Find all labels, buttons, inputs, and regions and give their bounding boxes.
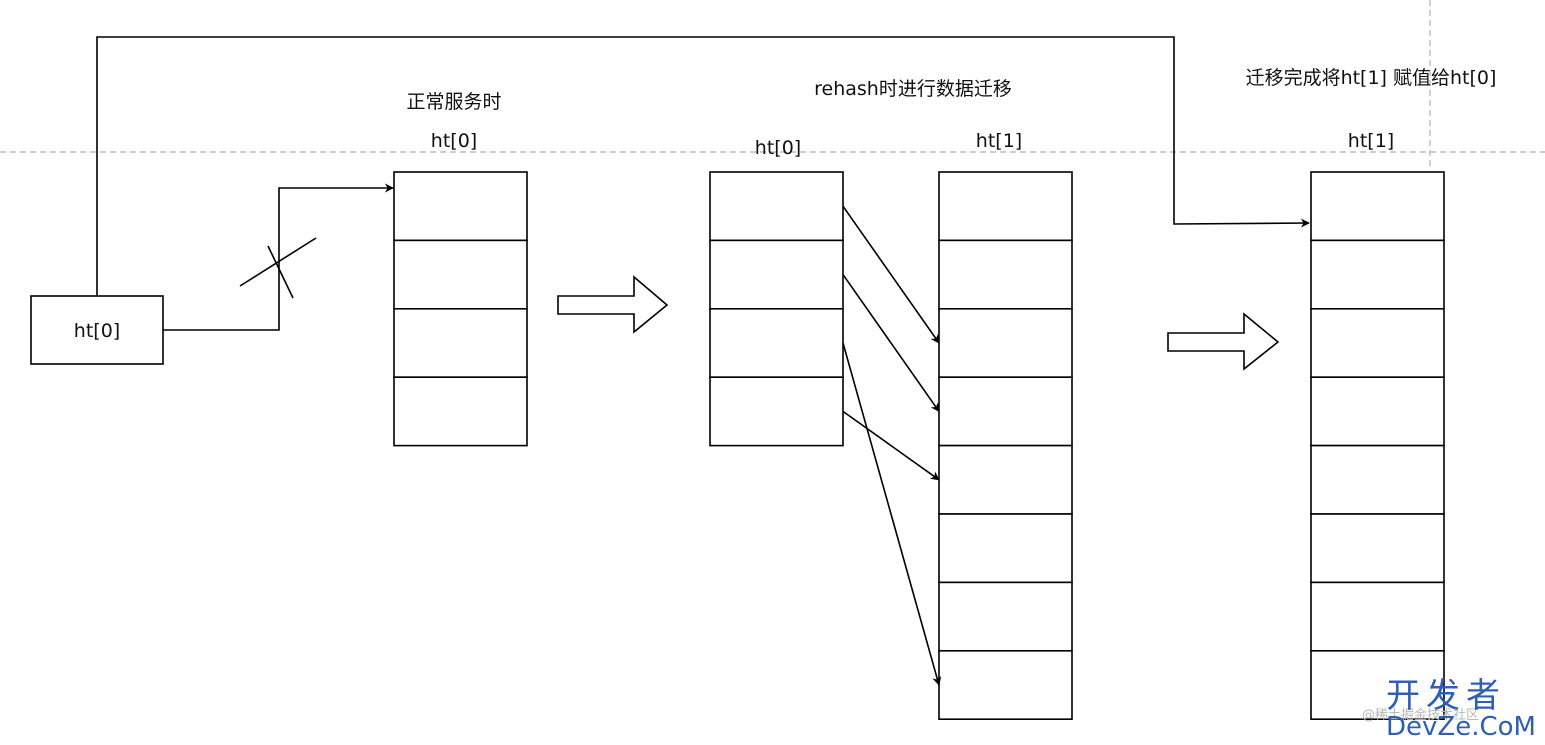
final-ht1-slot-7: [1310, 649, 1445, 720]
migration-arrow-1: [842, 274, 940, 413]
final-ht1-slot-4: [1310, 444, 1445, 515]
rehash-ht1-slot-1: [938, 239, 1073, 310]
reassign-pointer-arrow: [96, 36, 1310, 296]
rehash-new-table-title: ht[1]: [976, 130, 1022, 152]
rehash-ht0-table: [709, 171, 844, 447]
rehash-ht1-slot-5: [938, 513, 1073, 584]
migration-arrow-2: [842, 342, 942, 686]
flow-arrow-1: [557, 275, 669, 334]
flow-arrow-2: [1167, 312, 1280, 371]
rehash-caption: rehash时进行数据迁移: [814, 78, 1012, 100]
rehash-ht1-slot-4: [938, 444, 1073, 515]
normal-ht0-slot-3: [393, 376, 528, 447]
rehash-ht1-table: [938, 171, 1073, 720]
final-ht1-slot-2: [1310, 307, 1445, 378]
final-ht1-slot-6: [1310, 581, 1445, 652]
rehash-old-table-title: ht[0]: [755, 137, 801, 159]
final-ht1-slot-1: [1310, 239, 1445, 310]
normal-pointer-arrow: [163, 183, 394, 331]
ht0-pointer-box: [30, 295, 164, 365]
rehash-ht1-slot-7: [938, 649, 1073, 720]
watermark-cn-text: 开发者: [1386, 676, 1506, 716]
rehash-ht0-slot-3: [709, 376, 844, 447]
rehash-ht1-slot-0: [938, 171, 1073, 242]
migration-arrow-3: [842, 410, 940, 481]
rehash-ht1-slot-2: [938, 307, 1073, 378]
done-caption: 迁移完成将ht[1] 赋值给ht[0]: [1246, 67, 1497, 89]
migration-arrow-0: [842, 205, 940, 344]
normal-caption: 正常服务时: [406, 91, 501, 113]
normal-ht0-slot-0: [393, 171, 528, 242]
normal-table-title: ht[0]: [431, 130, 477, 152]
cut-mark-stroke-b: [267, 245, 294, 299]
normal-ht0-slot-2: [393, 307, 528, 378]
rehash-ht0-slot-1: [709, 239, 844, 310]
normal-ht0-table: [393, 171, 528, 447]
rehash-ht0-slot-2: [709, 307, 844, 378]
final-ht1-slot-0: [1310, 171, 1445, 242]
rehash-ht1-slot-6: [938, 581, 1073, 652]
cut-mark-stroke-a: [239, 237, 317, 287]
rehash-ht1-slot-3: [938, 376, 1073, 447]
normal-ht0-slot-1: [393, 239, 528, 310]
migration-arrows: [842, 205, 942, 686]
watermark-en-text: DevZe.CoM: [1386, 712, 1536, 742]
final-ht1-slot-3: [1310, 376, 1445, 447]
done-table-title: ht[1]: [1348, 130, 1394, 152]
final-ht1-slot-5: [1310, 513, 1445, 584]
watermark-faint-text: @稀土掘金技术社区: [1362, 707, 1479, 723]
final-ht1-table: [1310, 171, 1445, 720]
rehash-ht0-slot-0: [709, 171, 844, 242]
ht0-pointer-label: ht[0]: [74, 320, 120, 342]
